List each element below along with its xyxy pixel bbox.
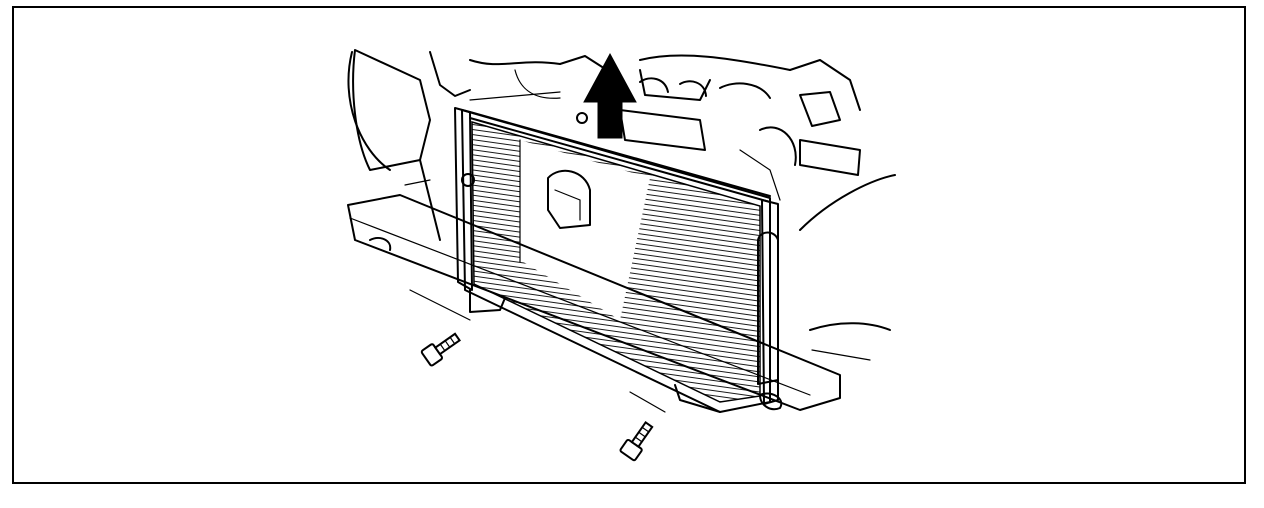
bumper-reinforcement (347, 194, 841, 413)
bolt-icon (420, 332, 461, 367)
arrow-up-icon (583, 52, 637, 139)
engine-bay (347, 51, 861, 201)
right-fender (799, 174, 896, 361)
condenser (454, 107, 779, 413)
left-fender (352, 49, 441, 241)
bolt-icon (619, 421, 654, 462)
